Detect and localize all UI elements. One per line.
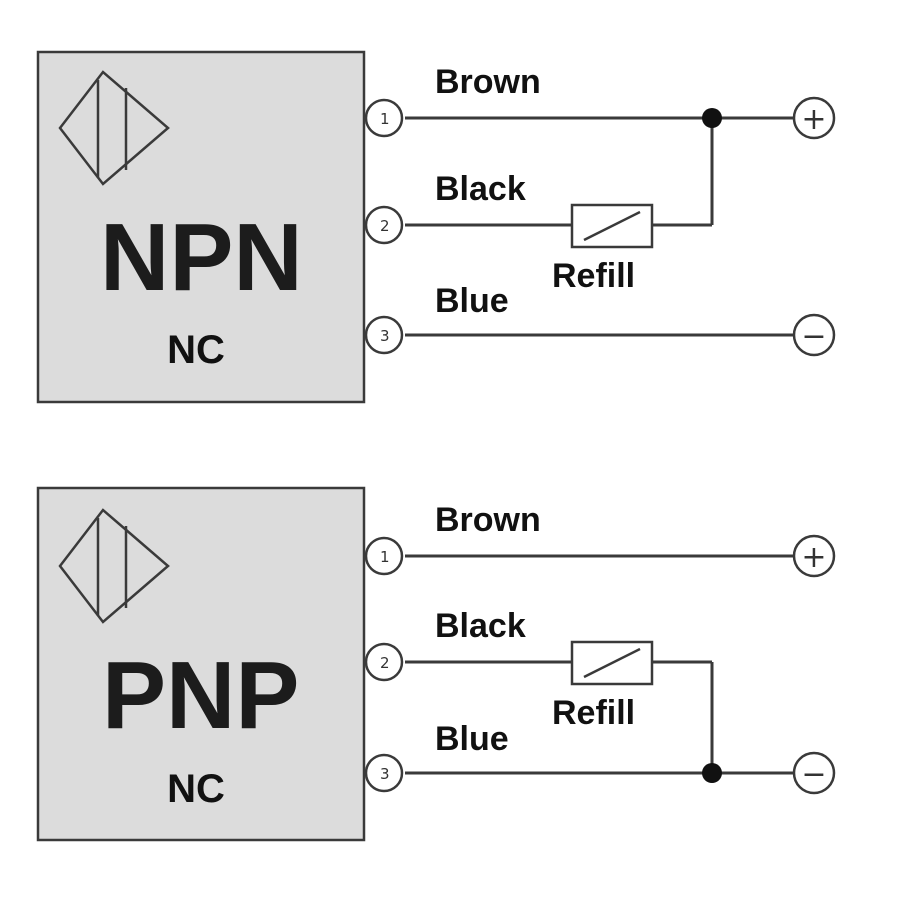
pnp-pin-2: 2 [364, 642, 404, 682]
npn-pin-1: 1 [364, 98, 404, 138]
svg-text:2: 2 [380, 654, 390, 672]
pnp-blue-label: Blue [435, 720, 509, 758]
proximity-sensor-symbol-icon [58, 508, 170, 624]
pnp-pin-3: 3 [364, 753, 404, 793]
npn-load-resistor-icon [570, 203, 654, 249]
npn-sensor-diagram: NPN NC 1 2 3 Brown Black Blue Ref [36, 50, 836, 404]
pnp-black-label: Black [435, 607, 526, 645]
npn-negative-terminal-icon: − [792, 313, 836, 357]
pnp-mode-label: NC [167, 767, 225, 811]
pnp-pin-1: 1 [364, 536, 404, 576]
pnp-load-resistor-icon [570, 640, 654, 686]
pnp-type-label: PNP [102, 642, 299, 749]
npn-junction-dot [702, 108, 722, 128]
pnp-sensor-body [36, 486, 366, 842]
pnp-load-label: Refill [552, 694, 635, 732]
npn-brown-label: Brown [435, 63, 541, 101]
pnp-positive-terminal-icon: + [792, 534, 836, 578]
npn-sensor-body [36, 50, 366, 404]
npn-pin-2: 2 [364, 205, 404, 245]
npn-blue-label: Blue [435, 282, 509, 320]
pnp-sensor-diagram: PNP NC 1 2 3 Brown Black Blue Ref [36, 486, 836, 842]
svg-text:+: + [801, 540, 826, 575]
svg-text:1: 1 [380, 110, 390, 128]
svg-text:3: 3 [380, 327, 390, 345]
svg-text:1: 1 [380, 548, 390, 566]
svg-text:+: + [801, 102, 826, 137]
pnp-junction-dot [702, 763, 722, 783]
npn-positive-terminal-icon: + [792, 96, 836, 140]
npn-load-label: Refill [552, 257, 635, 295]
pnp-brown-label: Brown [435, 501, 541, 539]
npn-pin-3: 3 [364, 315, 404, 355]
npn-black-label: Black [435, 170, 526, 208]
pnp-negative-terminal-icon: − [792, 751, 836, 795]
npn-type-label: NPN [100, 204, 303, 311]
npn-mode-label: NC [167, 328, 225, 372]
svg-text:3: 3 [380, 765, 390, 783]
svg-text:−: − [801, 319, 826, 354]
svg-text:−: − [801, 757, 826, 792]
proximity-sensor-symbol-icon [58, 70, 170, 186]
svg-text:2: 2 [380, 217, 390, 235]
